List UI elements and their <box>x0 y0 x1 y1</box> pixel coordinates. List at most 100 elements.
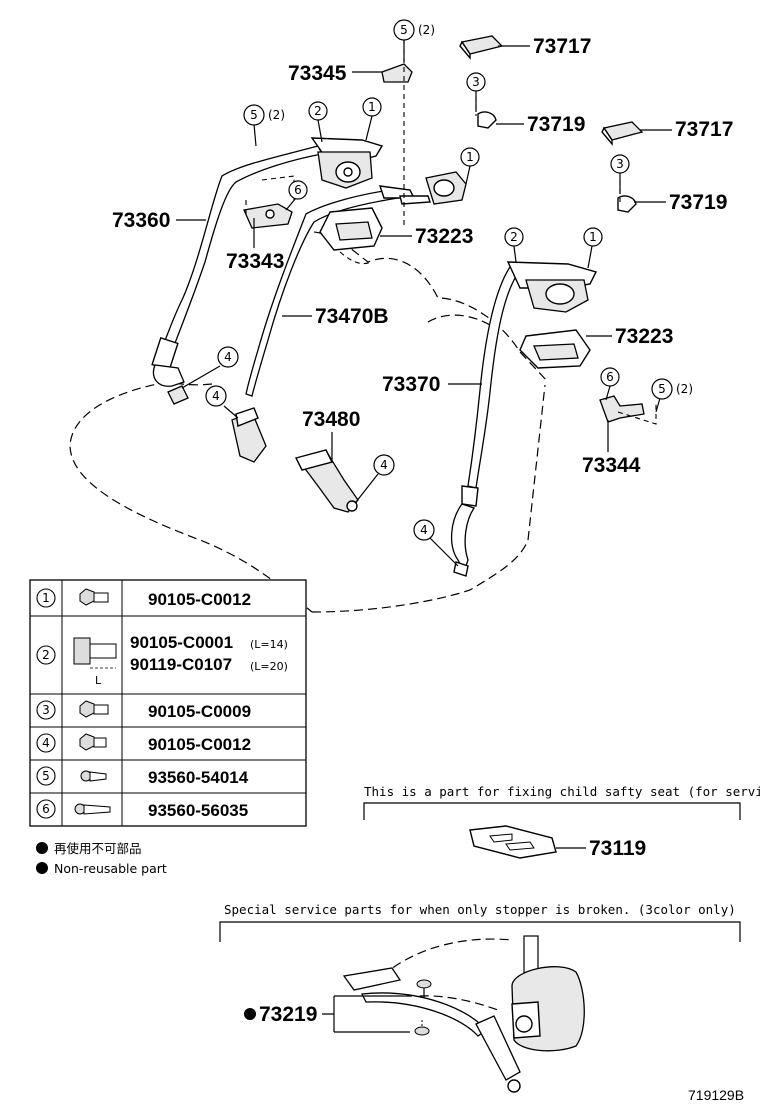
svg-text:3: 3 <box>616 157 624 171</box>
callout-2-left: 2 <box>308 101 328 121</box>
svg-text:5: 5 <box>250 108 258 122</box>
bracket-73344 <box>599 395 657 425</box>
part-label-73119: 73119 <box>589 837 646 860</box>
part-label-73719-a: 73719 <box>527 113 585 136</box>
cover-73717-lower <box>601 121 644 146</box>
table-row: 4 90105-C0012 <box>36 733 251 754</box>
callout-4-a: 4 <box>217 346 239 368</box>
svg-text:L: L <box>95 674 102 687</box>
stopper-note: Special service parts for when only stop… <box>219 902 741 1093</box>
svg-text:90105-C0012: 90105-C0012 <box>148 735 251 754</box>
table-row: 3 90105-C0009 <box>36 700 251 721</box>
bracket-73343 <box>243 175 295 229</box>
part-label-73717-b: 73717 <box>675 118 733 141</box>
screw-icon <box>80 770 107 782</box>
svg-text:6: 6 <box>42 802 50 816</box>
svg-text:4: 4 <box>380 458 388 472</box>
svg-text:5: 5 <box>42 769 50 783</box>
svg-text:再使用不可部品: 再使用不可部品 <box>54 841 142 856</box>
svg-text:6: 6 <box>606 370 614 384</box>
cover-73223-right <box>519 329 591 369</box>
svg-text:90119-C0107: 90119-C0107 <box>130 655 232 674</box>
part-label-73717-a: 73717 <box>533 35 591 58</box>
part-label-73223-a: 73223 <box>415 225 473 248</box>
part-label-73345: 73345 <box>288 62 347 85</box>
legend: 再使用不可部品 Non-reusable part <box>36 841 167 876</box>
svg-text:(2): (2) <box>268 108 285 122</box>
part-label-73470B: 73470B <box>315 305 389 328</box>
callout-5-right: 5 (2) <box>651 378 693 400</box>
part-label-73480: 73480 <box>302 408 360 431</box>
svg-text:(L=20): (L=20) <box>250 660 288 673</box>
svg-text:5: 5 <box>658 382 666 396</box>
svg-text:1: 1 <box>589 230 597 244</box>
bolt-icon <box>79 588 109 606</box>
svg-text:(2): (2) <box>418 23 435 37</box>
svg-text:90105-C0009: 90105-C0009 <box>148 702 251 721</box>
svg-text:2: 2 <box>42 648 50 662</box>
table-row: 6 93560-56035 <box>36 799 248 820</box>
stopper-assembly <box>322 935 585 1093</box>
non-reusable-dot-icon <box>244 1008 256 1020</box>
fastener-table: 1 90105-C0012 2 L 90105-C0001 (L=14) 901… <box>29 579 307 827</box>
svg-text:93560-56035: 93560-56035 <box>148 801 248 820</box>
part-label-73223-b: 73223 <box>615 325 673 348</box>
svg-text:1: 1 <box>368 100 376 114</box>
svg-text:2: 2 <box>314 104 322 118</box>
svg-text:90105-C0001: 90105-C0001 <box>130 633 233 652</box>
cover-73719-upper <box>475 96 497 129</box>
svg-text:This is a part for fixing chil: This is a part for fixing child safty se… <box>364 784 760 799</box>
flange-bolt-icon <box>73 637 117 669</box>
callout-1-right: 1 <box>583 227 603 247</box>
retractor-left <box>310 137 384 189</box>
part-label-73219: 73219 <box>259 1003 317 1026</box>
part-label-73360: 73360 <box>112 209 170 232</box>
svg-text:4: 4 <box>212 389 220 403</box>
part-label-73343: 73343 <box>226 250 284 273</box>
non-reusable-dot-icon <box>36 842 48 854</box>
callout-6-left: 6 <box>288 180 308 200</box>
seat-belt-73370 <box>451 263 521 577</box>
callout-5-left: 5 (2) <box>243 104 285 126</box>
svg-text:4: 4 <box>224 350 232 364</box>
seat-belt-73470B <box>245 171 467 397</box>
svg-text:90105-C0012: 90105-C0012 <box>148 590 251 609</box>
callout-4-d: 4 <box>413 519 435 541</box>
child-seat-anchor-73119 <box>469 825 557 859</box>
table-row: 2 L 90105-C0001 (L=14) 90119-C0107 (L=20… <box>36 633 288 687</box>
table-row: 1 90105-C0012 <box>36 588 251 609</box>
retractor-right <box>506 261 598 313</box>
svg-text:(L=14): (L=14) <box>250 638 288 651</box>
child-seat-note: This is a part for fixing child safty se… <box>363 784 760 859</box>
callout-1-center: 1 <box>460 147 480 167</box>
non-reusable-dot-icon <box>36 862 48 874</box>
callout-3-right: 3 <box>610 154 630 174</box>
svg-text:6: 6 <box>294 183 302 197</box>
bolt-icon <box>79 700 109 718</box>
svg-text:4: 4 <box>42 736 50 750</box>
svg-text:3: 3 <box>42 703 50 717</box>
screw-icon <box>74 803 111 815</box>
cover-73719-lower <box>617 180 637 213</box>
callout-3-top: 3 <box>466 72 486 92</box>
part-label-73370: 73370 <box>382 373 440 396</box>
seat-belt-73360 <box>151 145 323 405</box>
callout-4-b: 4 <box>205 385 227 407</box>
svg-text:2: 2 <box>510 230 518 244</box>
callout-4-c: 4 <box>373 454 395 476</box>
svg-text:3: 3 <box>472 75 480 89</box>
bolt-icon <box>79 733 107 751</box>
buckle-73480 <box>294 449 359 513</box>
callout-2-right: 2 <box>504 227 524 247</box>
callout-6-right: 6 <box>600 367 620 387</box>
svg-text:1: 1 <box>466 150 474 164</box>
svg-text:Special service parts for when: Special service parts for when only stop… <box>224 902 736 917</box>
part-label-73344: 73344 <box>582 454 641 477</box>
leader-lines <box>176 40 672 849</box>
callout-5-top: 5 (2) <box>393 19 435 41</box>
cover-73223-left <box>319 207 383 265</box>
anchor-cover-73345 <box>381 40 413 228</box>
table-row: 5 93560-54014 <box>36 766 249 787</box>
svg-text:Non-reusable part: Non-reusable part <box>54 861 167 876</box>
